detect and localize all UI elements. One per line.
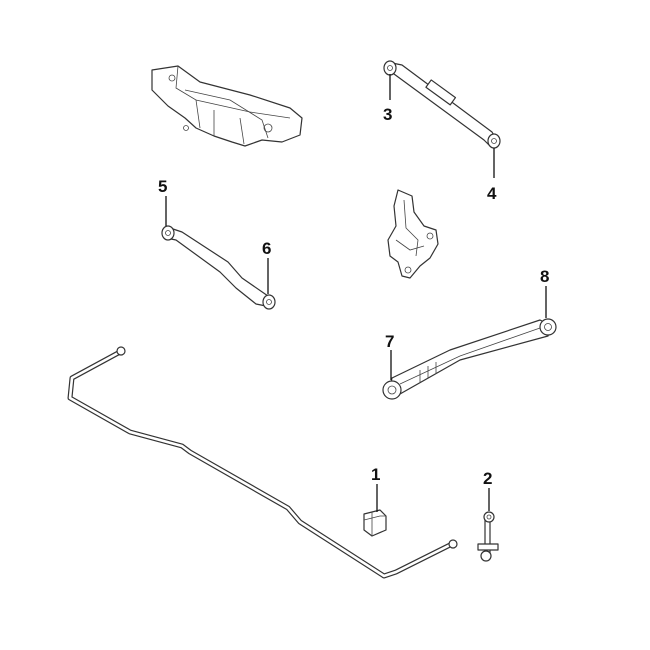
trailing-arm (382, 318, 557, 400)
callout-3: 3 (383, 105, 392, 124)
lower-control-arm (161, 225, 276, 310)
callout-6: 6 (262, 239, 271, 258)
callout-1: 1 (371, 465, 380, 484)
leader-lines (165, 74, 547, 512)
callout-8: 8 (540, 267, 549, 286)
bushing-icon (487, 133, 501, 149)
bushing-icon (383, 60, 397, 76)
stabilizer-bushing (363, 509, 387, 537)
callout-5: 5 (158, 177, 167, 196)
subframe-bracket (151, 65, 303, 147)
bushing-icon (161, 225, 175, 241)
stabilizer-bar (67, 346, 458, 579)
bushing-icon (262, 294, 276, 310)
callout-7: 7 (385, 332, 394, 351)
callout-4: 4 (487, 184, 497, 203)
bushing-icon (539, 318, 557, 336)
callout-2: 2 (483, 469, 492, 488)
knuckle (387, 189, 439, 279)
upper-control-arm (383, 60, 501, 149)
bushing-icon (382, 380, 402, 400)
stabilizer-link (477, 511, 499, 562)
